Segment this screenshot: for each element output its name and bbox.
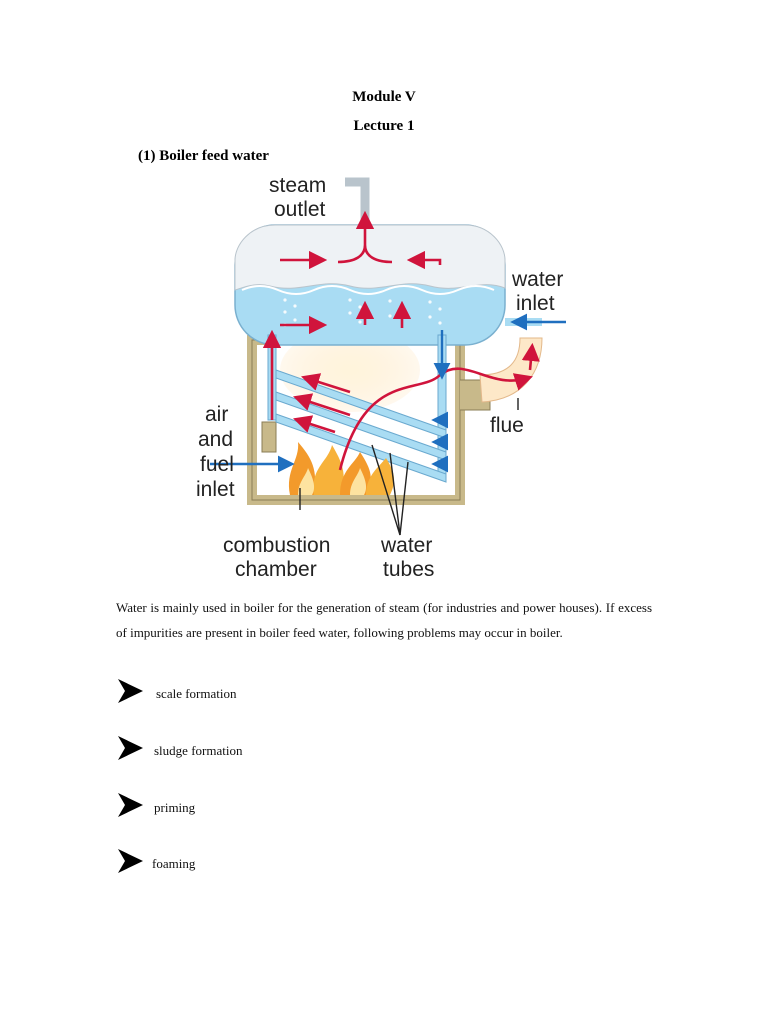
problem-label: sludge formation — [154, 743, 243, 758]
label-chamber: chamber — [235, 558, 317, 581]
arrowhead-bullet-icon — [118, 736, 143, 760]
flue-duct — [479, 337, 543, 403]
label-combustion: combustion — [223, 534, 330, 557]
steam-outlet-pipe — [345, 177, 370, 225]
label-water-tubes-1: water — [380, 534, 432, 557]
flames — [288, 442, 395, 495]
arrowhead-bullet-icon — [118, 849, 143, 873]
steam-drum — [234, 224, 506, 346]
arrowhead-bullet-icon — [118, 679, 143, 703]
arrowhead-bullet-icon — [118, 793, 143, 817]
module-title: Module V — [352, 89, 416, 105]
label-and: and — [198, 428, 233, 451]
label-water-inlet-1: water — [511, 268, 563, 291]
label-steam: steam — [269, 174, 326, 197]
intro-paragraph: Water is mainly used in boiler for the g… — [116, 600, 652, 640]
section-heading: (1) Boiler feed water — [138, 148, 269, 164]
boiler-diagram: steam outlet water inlet flue air and fu… — [196, 174, 566, 581]
problem-label: foaming — [152, 856, 196, 871]
label-fuel: fuel — [200, 453, 234, 476]
label-water-inlet-2: inlet — [516, 292, 555, 315]
problem-label: scale formation — [156, 686, 237, 701]
label-flue: flue — [490, 414, 524, 437]
label-outlet: outlet — [274, 198, 326, 221]
label-inlet: inlet — [196, 478, 235, 501]
lecture-title: Lecture 1 — [353, 118, 415, 134]
label-water-tubes-2: tubes — [383, 558, 434, 581]
problem-label: priming — [154, 800, 196, 815]
label-air: air — [205, 403, 228, 426]
